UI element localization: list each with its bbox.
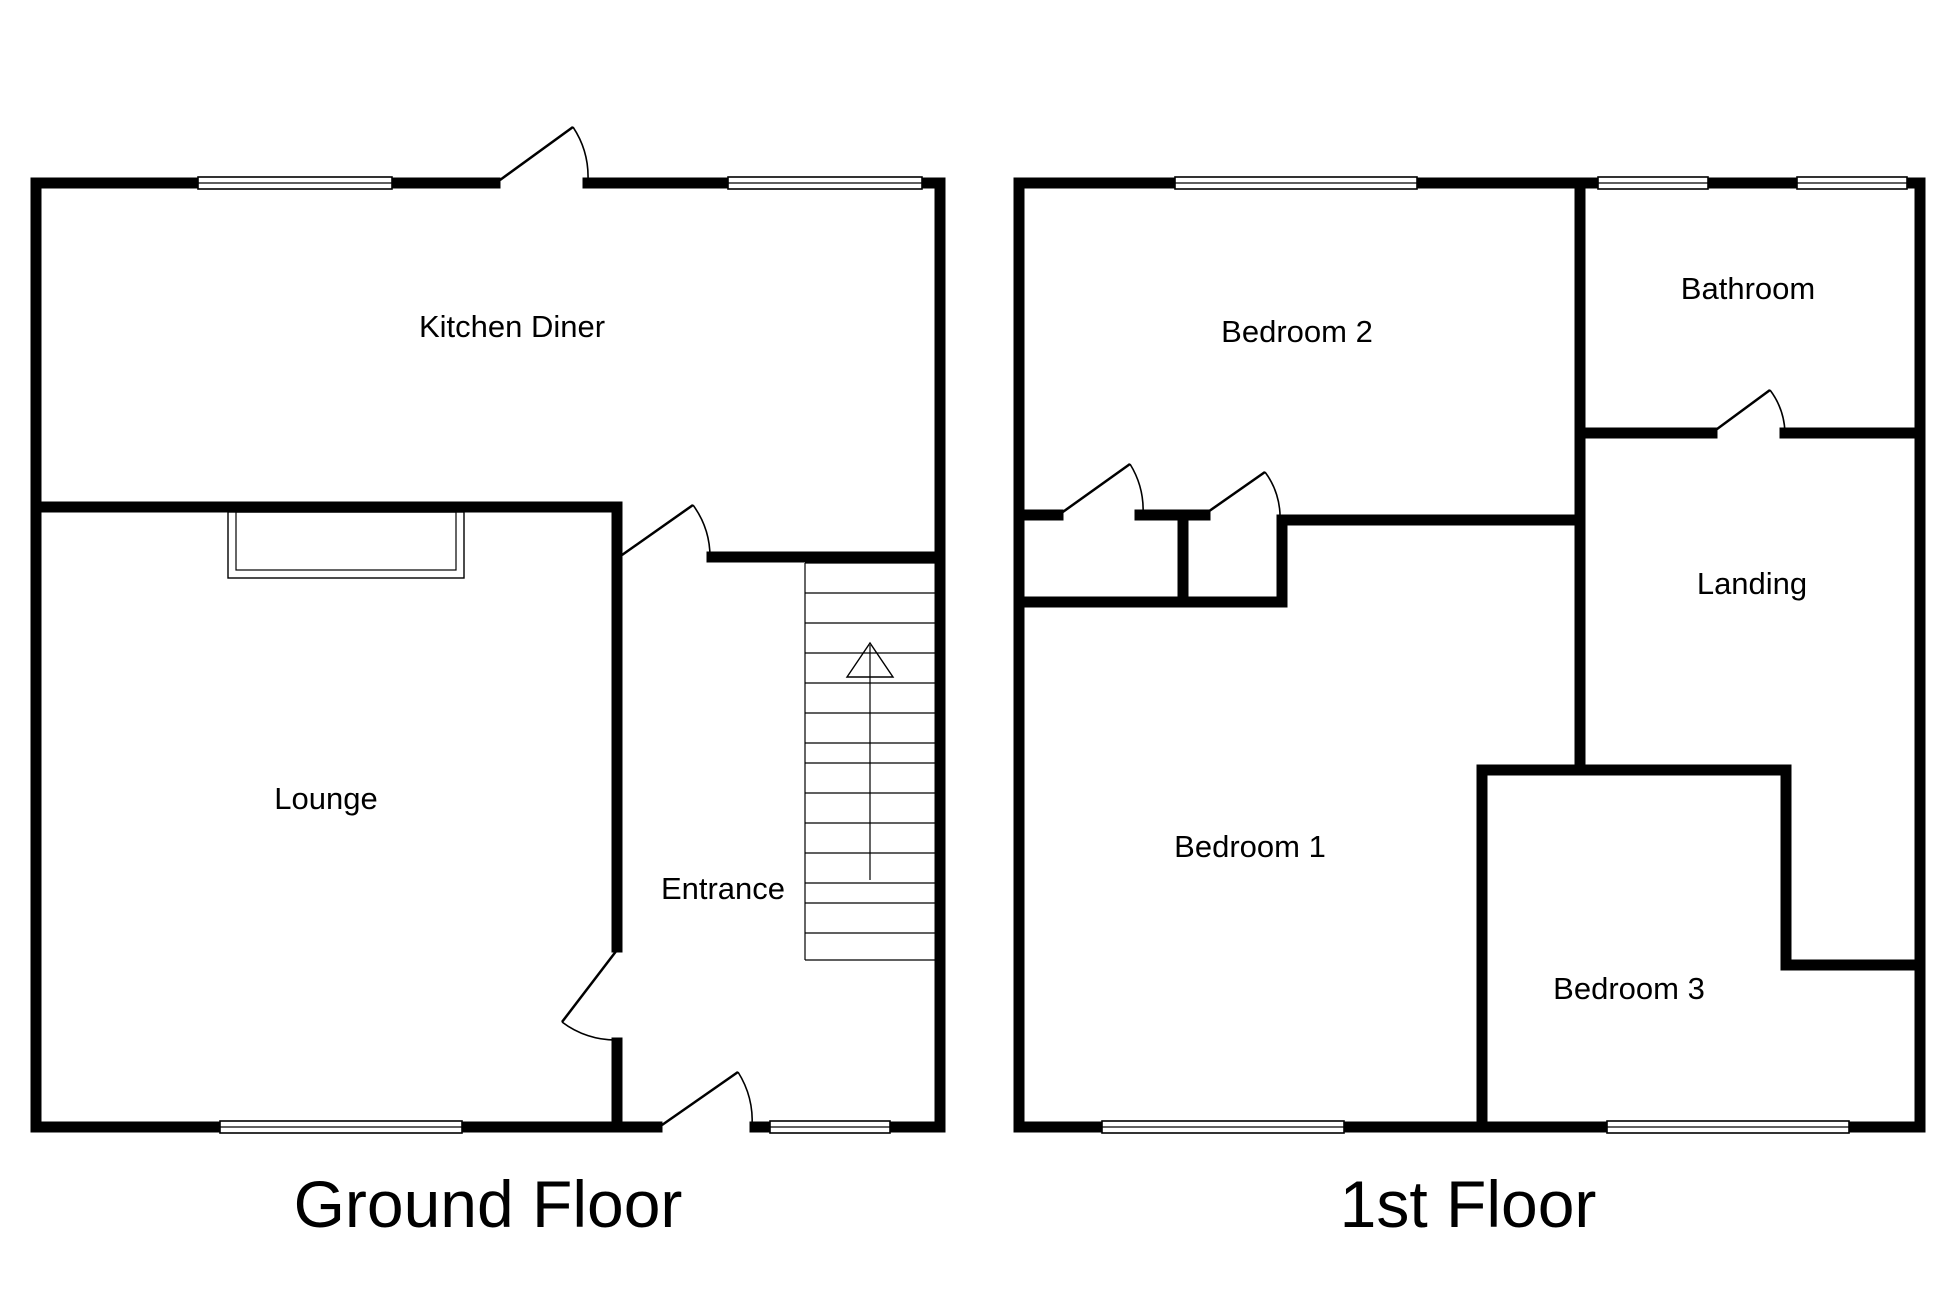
room-label-kitchen-diner: Kitchen Diner	[419, 309, 605, 344]
staircase	[804, 562, 935, 961]
first-floor-windows	[1101, 176, 1908, 1134]
first-floor-plan: Bedroom 2 Bathroom Landing Bedroom 1 Bed…	[1013, 176, 1926, 1241]
room-label-lounge: Lounge	[274, 781, 377, 816]
window	[1796, 176, 1908, 190]
room-label-bedroom-2: Bedroom 2	[1221, 314, 1373, 349]
window	[219, 1120, 463, 1134]
window	[1597, 176, 1709, 190]
ground-floor-doors	[499, 125, 753, 1128]
door	[661, 1070, 753, 1128]
room-label-bathroom: Bathroom	[1681, 271, 1815, 306]
first-floor-walls	[1013, 177, 1926, 1133]
door	[1204, 470, 1281, 521]
window	[1606, 1120, 1850, 1134]
floor-title-ground: Ground Floor	[294, 1167, 683, 1241]
room-label-entrance: Entrance	[661, 871, 785, 906]
ground-floor-windows	[197, 176, 923, 1134]
first-floor-doors	[1059, 388, 1786, 521]
room-label-bedroom-1: Bedroom 1	[1174, 829, 1326, 864]
ground-floor-plan: Kitchen Diner Lounge Entrance Ground Flo…	[30, 125, 946, 1241]
room-label-landing: Landing	[1697, 566, 1807, 601]
window	[197, 176, 393, 190]
door	[1712, 388, 1786, 434]
door	[499, 125, 589, 182]
window	[1101, 1120, 1345, 1134]
room-label-bedroom-3: Bedroom 3	[1553, 971, 1705, 1006]
door	[621, 503, 711, 558]
floor-title-first: 1st Floor	[1340, 1167, 1597, 1241]
window	[1174, 176, 1418, 190]
fireplace	[227, 511, 465, 579]
window	[769, 1120, 891, 1134]
door	[561, 949, 618, 1041]
window	[727, 176, 923, 190]
door	[1059, 462, 1144, 516]
